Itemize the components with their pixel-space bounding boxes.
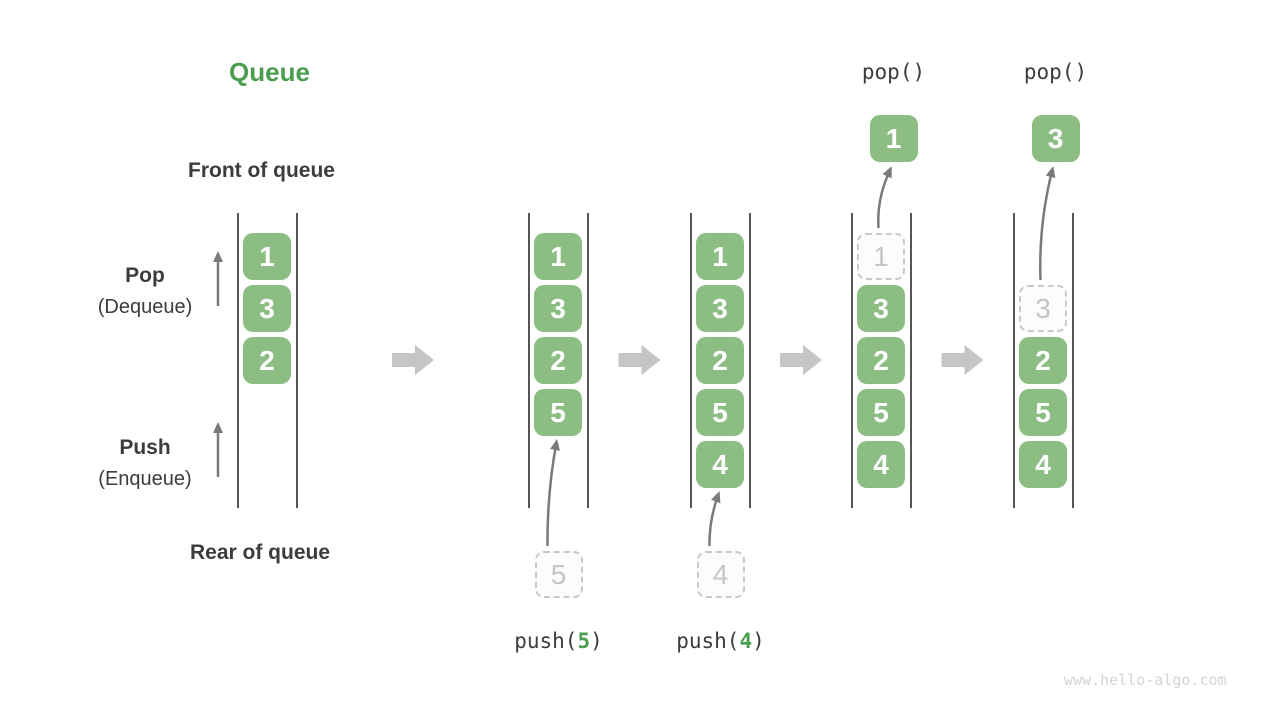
queue-cell: 3 xyxy=(534,285,582,332)
queue-cell: 5 xyxy=(534,389,582,436)
queue-cell: 4 xyxy=(1019,441,1067,488)
queue-cell: 3 xyxy=(243,285,291,332)
rear-of-queue-label: Rear of queue xyxy=(190,541,331,564)
queue-cell: 2 xyxy=(696,337,744,384)
push-label: Push xyxy=(119,436,171,459)
push-label-prefix: push( xyxy=(514,629,578,653)
queue-column-walls xyxy=(528,213,589,508)
queue-cell: 2 xyxy=(534,337,582,384)
state-transition-arrow xyxy=(392,345,434,375)
push-operation-label: push(5) xyxy=(484,629,634,653)
queue-column-walls xyxy=(690,213,751,508)
queue-cell: 2 xyxy=(857,337,905,384)
push-label-suffix: ) xyxy=(590,629,603,653)
pushed-value-ghost: 4 xyxy=(696,551,745,598)
pop-operation-label: pop() xyxy=(1023,60,1088,84)
push-operation-label: push(4) xyxy=(646,629,796,653)
pushed-value-ghost: 5 xyxy=(534,551,583,598)
push-label-prefix: push( xyxy=(676,629,740,653)
state-transition-arrow xyxy=(941,345,984,375)
front-of-queue-label: Front of queue xyxy=(188,159,335,182)
queue-cell: 4 xyxy=(696,441,744,488)
queue-cell: 5 xyxy=(857,389,905,436)
queue-cell: 3 xyxy=(696,285,744,332)
queue-cell-dashed: 1 xyxy=(857,233,905,280)
push-side-label: Push (Enqueue) xyxy=(70,431,220,496)
queue-column-walls xyxy=(1013,213,1074,508)
queue-cell: 2 xyxy=(243,337,291,384)
popped-value-cell: 3 xyxy=(1031,115,1080,162)
queue-cell: 3 xyxy=(857,285,905,332)
queue-cell: 2 xyxy=(1019,337,1067,384)
pop-label: Pop xyxy=(125,264,165,287)
push-label-arg: 5 xyxy=(577,629,591,653)
enqueue-label: (Enqueue) xyxy=(98,468,192,491)
queue-cell: 1 xyxy=(696,233,744,280)
push-label-suffix: ) xyxy=(752,629,765,653)
queue-cell: 1 xyxy=(243,233,291,280)
queue-cell-dashed: 3 xyxy=(1019,285,1067,332)
queue-cell: 5 xyxy=(1019,389,1067,436)
watermark: www.hello-algo.com xyxy=(1064,671,1227,689)
queue-cell: 1 xyxy=(534,233,582,280)
queue-column-walls xyxy=(237,213,298,508)
state-transition-arrow xyxy=(780,345,822,375)
push-label-arg: 4 xyxy=(739,629,753,653)
diagram-title: Queue xyxy=(229,57,310,87)
pop-operation-label: pop() xyxy=(861,60,926,84)
dequeue-label: (Dequeue) xyxy=(97,296,193,319)
queue-cell: 4 xyxy=(857,441,905,488)
queue-cell: 5 xyxy=(696,389,744,436)
state-transition-arrow xyxy=(618,345,661,375)
queue-column-walls xyxy=(851,213,912,508)
popped-value-cell: 1 xyxy=(869,115,918,162)
pop-side-label: Pop (Dequeue) xyxy=(70,259,220,324)
